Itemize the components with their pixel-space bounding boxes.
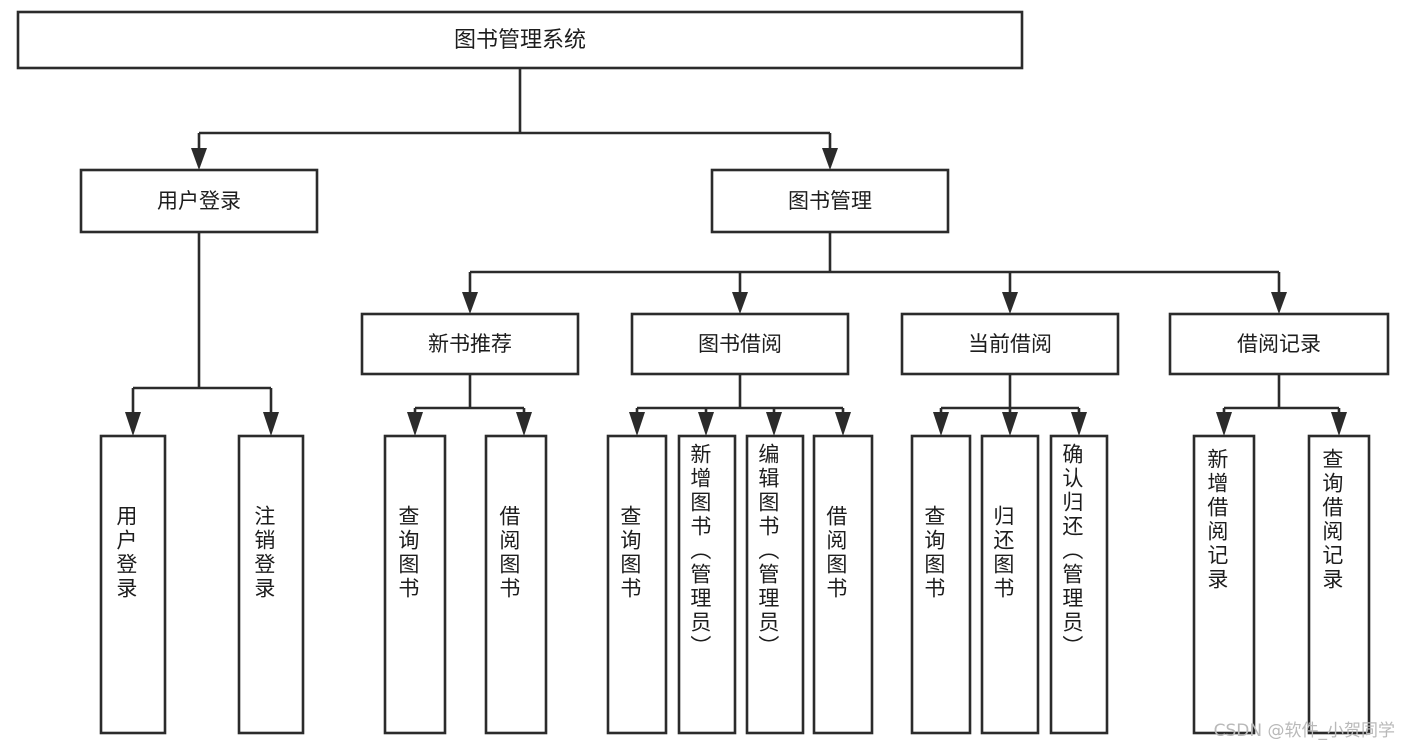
arrow-to-leaf-query-book-2 <box>629 412 645 436</box>
leaf-box-group <box>99 434 1371 735</box>
node-book-borrow-box[interactable] <box>630 312 850 376</box>
arrow-to-leaf-confirm-return <box>1071 412 1087 436</box>
node-borrow-record-label: 借阅记录 <box>1237 332 1321 356</box>
node-book-manage-label: 图书管理 <box>788 189 872 213</box>
node-new-book-rec-label: 新书推荐 <box>428 332 512 356</box>
node-book-manage[interactable]: 图书管理 <box>710 168 950 234</box>
arrow-to-leaf-borrow-book-1 <box>516 412 532 436</box>
arrow-to-borrow-record <box>1271 292 1287 314</box>
node-leaf-borrow-book-2-box[interactable] <box>812 434 874 735</box>
node-leaf-borrow-book-1-box[interactable] <box>484 434 548 735</box>
arrow-to-leaf-borrow-book-2 <box>835 412 851 436</box>
node-user-login-label: 用户登录 <box>157 189 241 213</box>
node-leaf-edit-book-box[interactable] <box>745 434 805 735</box>
arrow-to-leaf-user-login <box>125 412 141 436</box>
node-leaf-query-book-2-box[interactable] <box>606 434 668 735</box>
arrow-to-book-borrow <box>732 292 748 314</box>
node-root[interactable]: 图书管理系统 <box>16 10 1024 70</box>
node-root-box[interactable] <box>16 10 1024 70</box>
node-new-book-rec-box[interactable] <box>360 312 580 376</box>
arrow-to-leaf-query-record <box>1331 412 1347 436</box>
node-current-borrow-label: 当前借阅 <box>968 332 1052 356</box>
node-current-borrow-box[interactable] <box>900 312 1120 376</box>
node-root-label: 图书管理系统 <box>454 28 586 53</box>
arrow-to-new-book-rec <box>462 292 478 314</box>
node-current-borrow[interactable]: 当前借阅 <box>900 312 1120 376</box>
connector-group <box>125 68 1347 436</box>
arrow-to-user-login <box>191 148 207 170</box>
arrow-to-book-manage <box>822 148 838 170</box>
node-leaf-confirm-return-box[interactable] <box>1049 434 1109 735</box>
node-leaf-query-record-box[interactable] <box>1307 434 1371 735</box>
node-user-login-box[interactable] <box>79 168 319 234</box>
arrow-to-leaf-add-record <box>1216 412 1232 436</box>
node-leaf-query-book-1-box[interactable] <box>383 434 447 735</box>
arrow-to-leaf-return-book <box>1002 412 1018 436</box>
node-leaf-logout-box[interactable] <box>237 434 305 735</box>
node-book-borrow-label: 图书借阅 <box>698 332 782 356</box>
arrow-to-leaf-query-book-3 <box>933 412 949 436</box>
node-new-book-rec[interactable]: 新书推荐 <box>360 312 580 376</box>
node-book-manage-box[interactable] <box>710 168 950 234</box>
node-borrow-record-box[interactable] <box>1168 312 1390 376</box>
arrow-to-leaf-edit-book <box>766 412 782 436</box>
arrow-to-leaf-query-book-1 <box>407 412 423 436</box>
node-leaf-query-book-3-box[interactable] <box>910 434 972 735</box>
node-leaf-return-book-box[interactable] <box>980 434 1040 735</box>
node-leaf-add-book-box[interactable] <box>677 434 737 735</box>
csdn-watermark: CSDN @软件_小贺同学 <box>1213 721 1395 741</box>
arrow-to-leaf-add-book <box>698 412 714 436</box>
arrow-to-current-borrow <box>1002 292 1018 314</box>
node-book-borrow[interactable]: 图书借阅 <box>630 312 850 376</box>
node-leaf-add-record-box[interactable] <box>1192 434 1256 735</box>
node-user-login[interactable]: 用户登录 <box>79 168 319 234</box>
arrow-to-leaf-logout <box>263 412 279 436</box>
node-leaf-user-login-box[interactable] <box>99 434 167 735</box>
node-borrow-record[interactable]: 借阅记录 <box>1168 312 1390 376</box>
